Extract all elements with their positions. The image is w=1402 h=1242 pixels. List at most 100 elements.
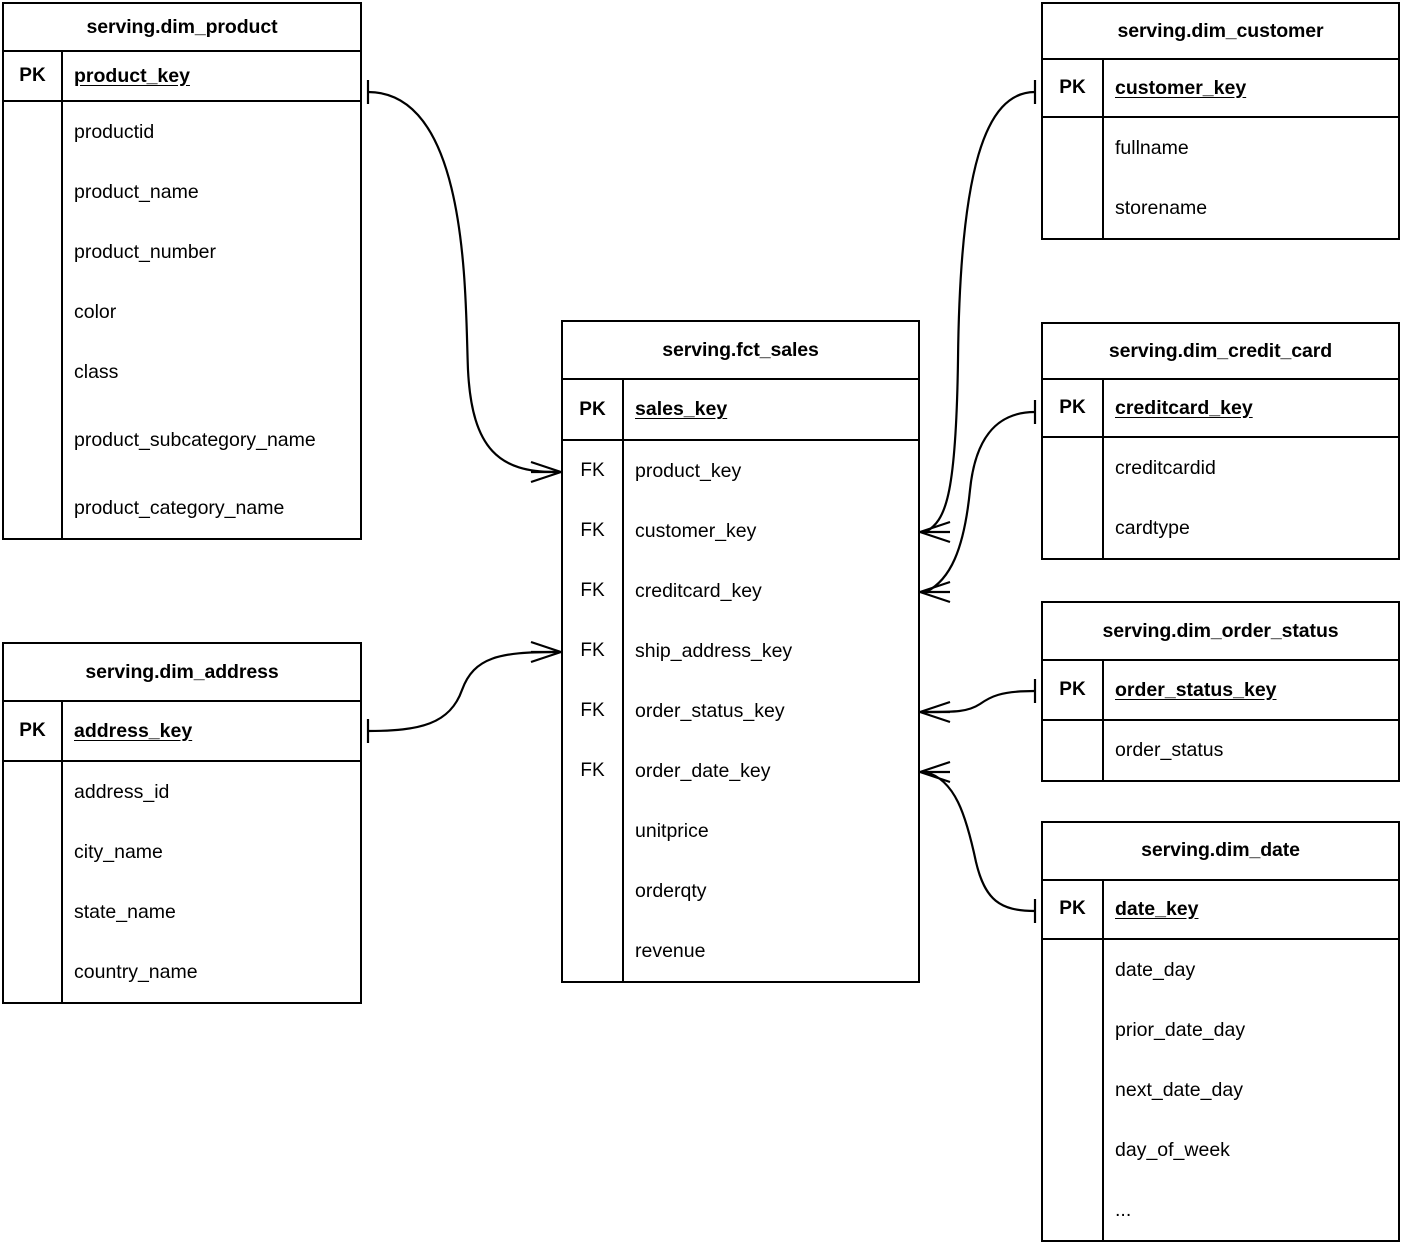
attribute-row[interactable]: prior_date_day: [1043, 1000, 1398, 1060]
attribute-name-fullname: fullname: [1115, 136, 1189, 159]
attribute-row[interactable]: state_name: [4, 882, 360, 942]
attribute-row-pk[interactable]: PK product_key: [4, 52, 360, 102]
attribute-row[interactable]: product_number: [4, 222, 360, 282]
key-badge-fk: FK: [563, 501, 624, 561]
entity-dim-credit-card[interactable]: serving.dim_credit_card PK creditcard_ke…: [1041, 322, 1400, 560]
attribute-name-product-category-name: product_category_name: [74, 496, 285, 519]
entity-dim-customer[interactable]: serving.dim_customer PK customer_key ful…: [1041, 2, 1400, 240]
attribute-row[interactable]: next_date_day: [1043, 1060, 1398, 1120]
attribute-name-ship-address-key: ship_address_key: [635, 639, 793, 662]
attribute-name-address-key: address_key: [74, 719, 193, 742]
attribute-name-address-id: address_id: [74, 780, 170, 803]
key-badge-empty: [4, 102, 63, 162]
attribute-row-pk[interactable]: PK order_status_key: [1043, 661, 1398, 721]
attribute-row[interactable]: city_name: [4, 822, 360, 882]
attribute-row[interactable]: orderqty: [563, 861, 918, 921]
key-badge-empty: [563, 801, 624, 861]
key-badge-pk: PK: [4, 702, 63, 760]
entity-dim-order-status[interactable]: serving.dim_order_status PK order_status…: [1041, 601, 1400, 782]
attribute-row-pk[interactable]: PK customer_key: [1043, 60, 1398, 118]
attribute-row[interactable]: productid: [4, 102, 360, 162]
attribute-name-prior-date-day: prior_date_day: [1115, 1018, 1246, 1041]
attribute-row[interactable]: day_of_week: [1043, 1120, 1398, 1180]
crowsfoot-sales-customer: [919, 520, 951, 544]
entity-fct-sales[interactable]: serving.fct_sales PK sales_key FK produc…: [561, 320, 920, 983]
key-badge-pk: PK: [1043, 880, 1104, 938]
key-badge-fk: FK: [563, 561, 624, 621]
crowsfoot-sales-shipaddress: [530, 640, 562, 664]
relationship-address-to-sales: [366, 640, 562, 743]
key-badge-fk: FK: [563, 681, 624, 741]
crowsfoot-sales-orderdate: [919, 760, 951, 784]
entity-title-dim-customer: serving.dim_customer: [1043, 4, 1398, 61]
attribute-name-creditcardid: creditcardid: [1115, 456, 1216, 479]
attribute-row[interactable]: creditcardid: [1043, 438, 1398, 498]
attribute-name-product-key: product_key: [74, 64, 190, 87]
attribute-name-creditcard-key: creditcard_key: [1115, 396, 1253, 419]
attribute-row[interactable]: class: [4, 342, 360, 402]
entity-title-dim-credit-card: serving.dim_credit_card: [1043, 324, 1398, 381]
attribute-name-state-name: state_name: [74, 900, 176, 923]
entity-dim-product[interactable]: serving.dim_product PK product_key produ…: [2, 2, 362, 540]
key-badge-empty: [1043, 721, 1104, 780]
attribute-row[interactable]: date_day: [1043, 940, 1398, 1000]
key-badge-pk: PK: [1043, 661, 1104, 719]
attribute-row[interactable]: FK order_date_key: [563, 741, 918, 801]
attribute-row[interactable]: ...: [1043, 1180, 1398, 1240]
relationship-product-to-sales: [366, 80, 562, 484]
attribute-row[interactable]: FK order_status_key: [563, 681, 918, 741]
attribute-row[interactable]: country_name: [4, 942, 360, 1002]
attribute-row[interactable]: storename: [1043, 178, 1398, 238]
attribute-row[interactable]: FK product_key: [563, 441, 918, 501]
key-badge-empty: [1043, 1180, 1104, 1240]
attribute-row-pk[interactable]: PK creditcard_key: [1043, 380, 1398, 438]
attribute-row[interactable]: address_id: [4, 762, 360, 822]
entity-dim-date[interactable]: serving.dim_date PK date_key date_day pr…: [1041, 821, 1400, 1242]
attribute-block: productid product_name product_number co…: [4, 102, 360, 538]
entity-title-dim-address: serving.dim_address: [4, 644, 360, 703]
attribute-row-pk[interactable]: PK sales_key: [563, 380, 918, 441]
attribute-row[interactable]: order_status: [1043, 721, 1398, 780]
attribute-block: address_id city_name state_name country_…: [4, 762, 360, 1002]
key-badge-pk: PK: [563, 380, 624, 439]
attribute-row[interactable]: unitprice: [563, 801, 918, 861]
attribute-row[interactable]: fullname: [1043, 118, 1398, 178]
attribute-name-order-status-key: order_status_key: [635, 699, 785, 722]
attribute-name-ellipsis: ...: [1115, 1198, 1132, 1221]
relationship-creditcard-to-sales: [919, 400, 1037, 604]
attribute-name-day-of-week: day_of_week: [1115, 1138, 1230, 1161]
attribute-name-sales-key: sales_key: [635, 398, 728, 421]
attribute-row[interactable]: FK ship_address_key: [563, 621, 918, 681]
attribute-row[interactable]: revenue: [563, 921, 918, 981]
relationship-customer-to-sales: [919, 80, 1037, 544]
attribute-name-order-date-key: order_date_key: [635, 759, 771, 782]
entity-title-dim-product: serving.dim_product: [4, 4, 360, 53]
attribute-row[interactable]: cardtype: [1043, 498, 1398, 558]
key-badge-empty: [1043, 1060, 1104, 1120]
attribute-row[interactable]: color: [4, 282, 360, 342]
attribute-row[interactable]: product_subcategory_name: [4, 402, 360, 478]
attribute-name-productid: productid: [74, 120, 155, 143]
entity-dim-address[interactable]: serving.dim_address PK address_key addre…: [2, 642, 362, 1004]
entity-title-fct-sales: serving.fct_sales: [563, 322, 918, 381]
attribute-name-cardtype: cardtype: [1115, 516, 1190, 539]
attribute-row[interactable]: FK customer_key: [563, 501, 918, 561]
crowsfoot-sales-orderstatus: [919, 700, 951, 724]
attribute-row[interactable]: product_category_name: [4, 478, 360, 538]
key-badge-fk: FK: [563, 441, 624, 501]
attribute-row[interactable]: product_name: [4, 162, 360, 222]
attribute-row[interactable]: FK creditcard_key: [563, 561, 918, 621]
attribute-row-pk[interactable]: PK date_key: [1043, 880, 1398, 940]
attribute-name-date-key: date_key: [1115, 897, 1199, 920]
key-badge-empty: [4, 822, 63, 882]
entity-title-dim-order-status: serving.dim_order_status: [1043, 603, 1398, 662]
key-badge-pk: PK: [4, 52, 63, 100]
key-badge-empty: [1043, 1000, 1104, 1060]
attribute-name-customer-key: customer_key: [635, 519, 757, 542]
key-badge-empty: [563, 861, 624, 921]
key-badge-empty: [563, 921, 624, 981]
attribute-row-pk[interactable]: PK address_key: [4, 702, 360, 762]
relationship-date-to-sales: [919, 760, 1037, 923]
attribute-name-product-number: product_number: [74, 240, 217, 263]
attribute-block: date_day prior_date_day next_date_day da…: [1043, 940, 1398, 1240]
